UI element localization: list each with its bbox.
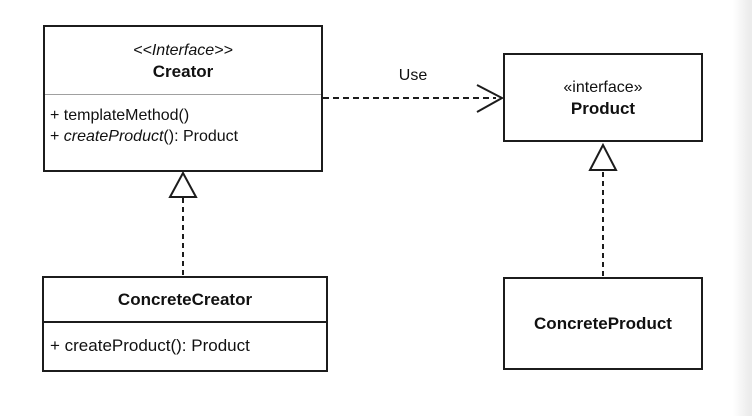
- open-arrowhead-icon: [476, 84, 505, 113]
- concretecreator-methods-compartment: + createProduct(): Product: [44, 323, 326, 368]
- creator-method-templatemethod: + templateMethod(): [50, 107, 190, 124]
- creator-name: Creator: [152, 61, 214, 81]
- method-signature: (): Product: [163, 128, 239, 145]
- method-visibility: +: [50, 128, 64, 145]
- product-stereotype: «interface»: [563, 78, 643, 96]
- class-box-concretecreator: ConcreteCreator + createProduct(): Produ…: [42, 276, 328, 372]
- creator-method-createproduct: + createProduct(): Product: [50, 126, 317, 147]
- creator-title-compartment: <<Interface>> Creator: [45, 27, 321, 95]
- abstract-method-name: createProduct: [63, 128, 164, 145]
- use-dependency-arrow: [323, 84, 505, 113]
- creator-methods-compartment: + templateMethod() + createProduct(): Pr…: [45, 95, 321, 147]
- concreteproduct-name: ConcreteProduct: [534, 314, 672, 333]
- right-edge-shadow: [733, 0, 752, 416]
- concretecreator-title-compartment: ConcreteCreator: [44, 278, 326, 323]
- class-box-creator: <<Interface>> Creator + templateMethod()…: [43, 25, 323, 172]
- product-title-compartment: «interface» Product: [505, 55, 701, 140]
- class-box-concreteproduct: ConcreteProduct: [503, 277, 703, 370]
- hollow-triangle-icon: [168, 170, 198, 198]
- creator-stereotype: <<Interface>>: [133, 41, 233, 59]
- generalization-concreteproduct-product: [588, 142, 618, 276]
- hollow-triangle-icon: [588, 142, 618, 171]
- class-box-product: «interface» Product: [503, 53, 703, 142]
- generalization-concretecreator-creator: [168, 170, 198, 275]
- concreteproduct-title-compartment: ConcreteProduct: [505, 279, 701, 368]
- concretecreator-method-createproduct: + createProduct(): Product: [50, 335, 250, 355]
- use-label: Use: [398, 67, 428, 84]
- concretecreator-name: ConcreteCreator: [117, 289, 253, 309]
- product-name: Product: [570, 98, 636, 118]
